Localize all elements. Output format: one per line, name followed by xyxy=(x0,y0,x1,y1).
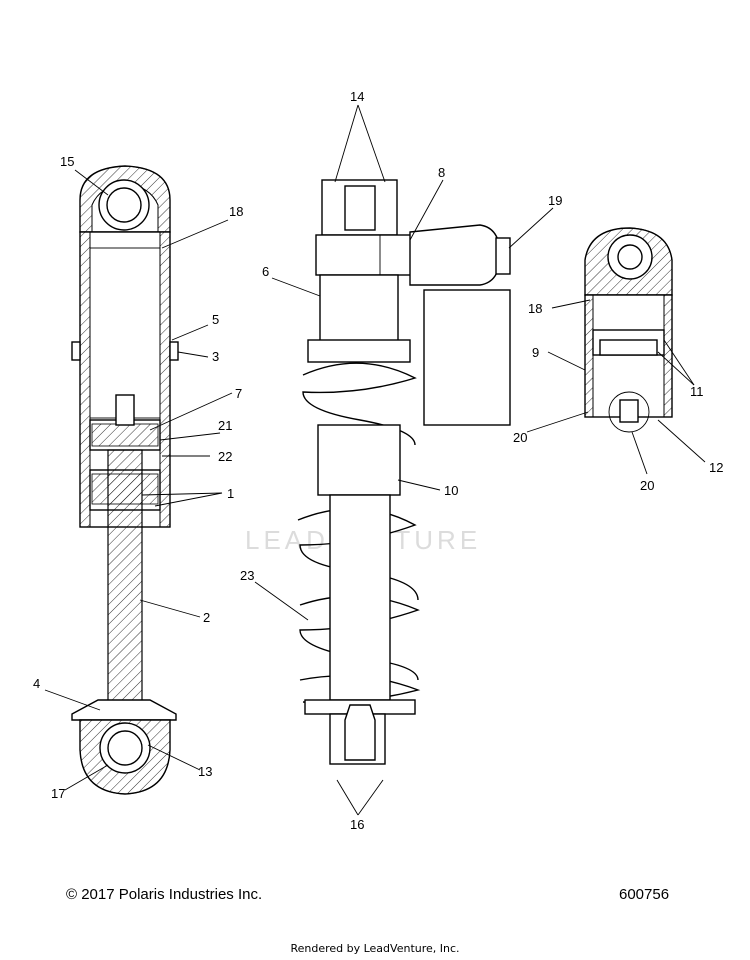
callout-4: 4 xyxy=(33,676,40,691)
callout-8: 8 xyxy=(438,165,445,180)
callout-24: 23 xyxy=(240,568,254,583)
callout-19: 20 xyxy=(513,430,527,445)
callout-20: 19 xyxy=(548,193,562,208)
copyright-text: © 2017 Polaris Industries Inc. xyxy=(66,886,263,903)
callout-17: 17 xyxy=(51,786,65,801)
reservoir-cross-section xyxy=(584,227,673,433)
callout-21: 20 xyxy=(640,478,654,493)
callout-5: 5 xyxy=(212,312,219,327)
callout-7: 7 xyxy=(235,386,242,401)
callout-16: 16 xyxy=(350,817,364,832)
callout-13: 13 xyxy=(198,764,212,779)
callout-labels: 14 15 8 19 18 6 18 5 9 3 11 7 21 20 22 1… xyxy=(33,89,723,832)
callout-15: 15 xyxy=(60,154,74,169)
callout-23: 22 xyxy=(218,449,232,464)
callout-12: 12 xyxy=(709,460,723,475)
callout-6: 6 xyxy=(262,264,269,279)
callout-9: 9 xyxy=(532,345,539,360)
rendered-by-text: Rendered by LeadVenture, Inc. xyxy=(290,942,460,955)
callout-18-left: 18 xyxy=(229,204,243,219)
leader-lines xyxy=(44,104,706,816)
callout-10: 10 xyxy=(444,483,458,498)
callout-11: 11 xyxy=(690,384,704,399)
callout-1: 1 xyxy=(227,486,234,501)
callout-18-right: 18 xyxy=(528,301,542,316)
callout-14: 14 xyxy=(350,89,364,104)
shock-with-spring xyxy=(297,179,511,765)
callout-22: 21 xyxy=(218,418,232,433)
callout-3: 3 xyxy=(212,349,219,364)
shock-cross-section xyxy=(71,165,179,795)
callout-2: 2 xyxy=(203,610,210,625)
part-number: 600756 xyxy=(619,886,670,903)
